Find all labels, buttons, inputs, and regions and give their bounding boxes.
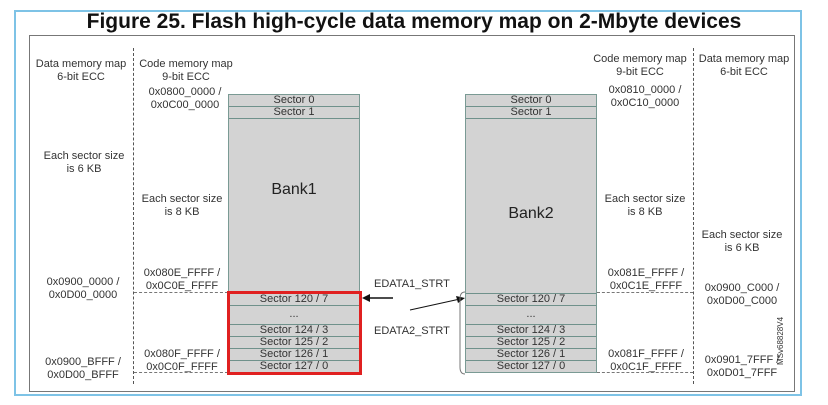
- figure-title: Figure 25. Flash high-cycle data memory …: [86, 10, 742, 33]
- bank2-sector-120: Sector 120 / 7: [466, 293, 596, 306]
- bank1-sector-ellipsis: ...: [229, 306, 359, 325]
- bank2-code-e-address: 0x081E_FFFF /0x0C1E_FFFF: [607, 267, 685, 292]
- bank1-code-end-address: 0x080F_FFFF /0x0C0F_FFFF: [144, 348, 220, 373]
- bank2-data-start-address: 0x0900_C000 /0x0D00_C000: [704, 282, 780, 307]
- bank1-sector-126: Sector 126 / 1: [229, 349, 359, 361]
- bank2-sector-124: Sector 124 / 3: [466, 325, 596, 337]
- bank1-label: Bank1: [271, 181, 317, 198]
- left-divider: [133, 48, 134, 384]
- bank2: Sector 0 Sector 1 Bank2 Sector 120 / 7 .…: [465, 94, 597, 373]
- bank2-code-start-address: 0x0810_0000 /0x0C10_0000: [608, 84, 682, 109]
- bank2-sector-0: Sector 0: [466, 95, 596, 107]
- edata1-label: EDATA1_STRT: [374, 278, 450, 290]
- bank2-end-guide: [597, 372, 693, 373]
- bank1: Sector 0 Sector 1 Bank1 Sector 120 / 7 .…: [228, 94, 360, 373]
- edata2-arrow: [409, 298, 461, 311]
- bank1-data-end-address: 0x0900_BFFF /0x0D00_BFFF: [45, 356, 121, 381]
- bank2-label: Bank2: [508, 205, 554, 222]
- bank1-code-e-address: 0x080E_FFFF /0x0C0E_FFFF: [143, 267, 221, 292]
- bank2-data-end-address: 0x0901_7FFF /0x0D01_7FFF: [704, 354, 780, 379]
- bank1-data-start-address: 0x0900_0000 /0x0D00_0000: [46, 276, 120, 301]
- bank1-code-start-address: 0x0800_0000 /0x0C00_0000: [148, 86, 222, 111]
- bank2-code-end-address: 0x081F_FFFF /0x0C1F_FFFF: [608, 348, 684, 373]
- bank2-sector-125: Sector 125 / 2: [466, 337, 596, 349]
- figure-id: MSv68828V4: [776, 316, 785, 365]
- bank2-bracket: [459, 291, 466, 375]
- highlight-box: [227, 291, 362, 375]
- bank2-sector-ellipsis: ...: [466, 306, 596, 325]
- bank1-sector-124: Sector 124 / 3: [229, 325, 359, 337]
- bank1-sector-127: Sector 127 / 0: [259, 360, 329, 372]
- bank2-sector-126: Sector 126 / 1: [466, 349, 596, 361]
- right-divider: [693, 48, 694, 384]
- edata-arrows: [362, 294, 465, 311]
- bank2-edata-guide: [597, 292, 693, 293]
- edata1-arrowhead: [362, 294, 370, 302]
- edata2-label: EDATA2_STRT: [374, 325, 450, 337]
- bank1-sector-0: Sector 0: [229, 95, 359, 107]
- figure-frame: [14, 10, 802, 396]
- bank1-end-guide: [134, 372, 228, 373]
- bank1-sector-1: Sector 1: [229, 107, 359, 119]
- bank1-edata-guide: [134, 292, 228, 293]
- diagram-box: [29, 35, 795, 392]
- bank2-sector-1: Sector 1: [466, 107, 596, 119]
- bank2-sector-127: Sector 127 / 0: [496, 360, 566, 372]
- bank1-sector-125: Sector 125 / 2: [229, 337, 359, 349]
